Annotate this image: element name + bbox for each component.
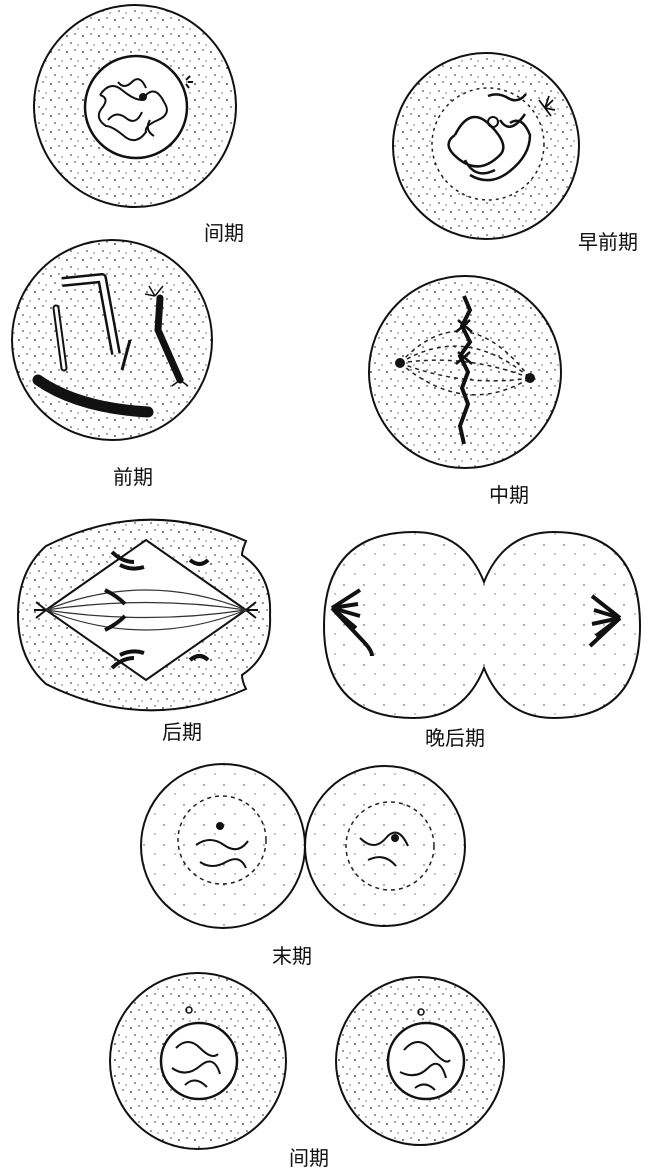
label-prophase: 前期 bbox=[113, 467, 153, 487]
label-anaphase: 后期 bbox=[162, 722, 202, 742]
cell-interphase-2 bbox=[110, 973, 504, 1149]
nucleolus bbox=[216, 822, 224, 830]
cell-telophase bbox=[141, 764, 465, 928]
cell-anaphase bbox=[18, 520, 270, 711]
nucleolus bbox=[391, 834, 399, 842]
nucleus bbox=[161, 1023, 237, 1099]
label-metaphase: 中期 bbox=[489, 485, 529, 505]
cell-interphase-1 bbox=[34, 5, 236, 207]
nucleolus bbox=[139, 93, 147, 101]
label-early-prophase: 早前期 bbox=[578, 232, 638, 252]
nucleus bbox=[388, 1023, 464, 1099]
label-telophase: 末期 bbox=[272, 946, 312, 966]
label-interphase-2: 间期 bbox=[289, 1148, 329, 1168]
centrosome-right bbox=[525, 373, 535, 383]
cell-metaphase bbox=[369, 276, 561, 468]
cell-prophase bbox=[12, 240, 212, 440]
nucleus bbox=[85, 56, 187, 158]
label-interphase-1: 间期 bbox=[204, 223, 244, 243]
cell-late-anaphase bbox=[324, 532, 640, 718]
label-late-anaphase: 晚后期 bbox=[425, 728, 485, 748]
centrosome-left bbox=[395, 358, 405, 368]
cell-early-prophase bbox=[393, 53, 579, 239]
